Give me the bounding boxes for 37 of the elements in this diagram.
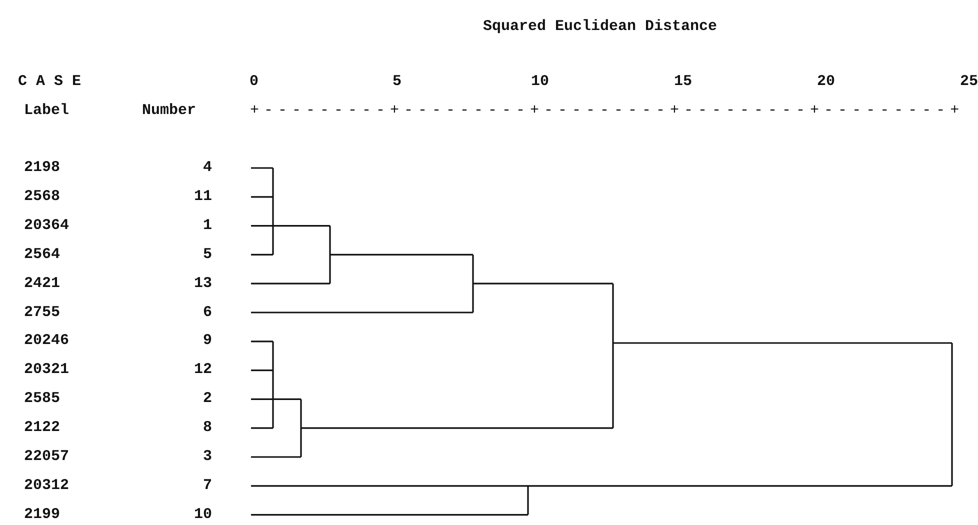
case-number: 10	[194, 506, 212, 524]
case-number: 9	[202, 332, 212, 350]
case-number: 2	[202, 390, 212, 408]
case-number: 4	[202, 159, 212, 177]
case-label: 20312	[24, 476, 70, 495]
case-number: 12	[194, 361, 212, 380]
case-number: 13	[194, 274, 212, 293]
column-header: C A S E	[18, 73, 82, 91]
case-number: 1	[202, 216, 212, 235]
chart-title: Squared Euclidean Distance	[482, 18, 718, 36]
case-label: 2564	[24, 246, 60, 264]
case-number: 8	[202, 419, 212, 438]
case-label: 22057	[24, 448, 70, 466]
case-number: 11	[194, 188, 212, 206]
case-label: 2585	[24, 390, 60, 408]
tick-label: 20	[817, 73, 835, 91]
tick-label: 0	[250, 73, 258, 91]
tick-label: 10	[531, 73, 549, 91]
case-label: 2199	[24, 506, 60, 524]
case-number: 6	[202, 304, 212, 322]
tick-label: 5	[392, 73, 402, 91]
case-label: 2198	[24, 159, 60, 177]
tick-label: 15	[674, 73, 692, 91]
axis-scale: +---------+---------+---------+---------+---------+	[250, 102, 964, 120]
case-label: 20364	[24, 216, 70, 235]
case-label: 2122	[24, 419, 60, 438]
column-header: Label	[24, 102, 70, 120]
case-number: 5	[202, 246, 212, 264]
case-label: 2421	[24, 274, 60, 293]
case-label: 20321	[24, 361, 70, 380]
case-label: 2568	[24, 188, 60, 206]
tick-label: 25	[960, 73, 978, 91]
column-header: Number	[142, 102, 196, 120]
case-label: 2755	[24, 304, 60, 322]
case-label: 20246	[24, 332, 70, 350]
case-number: 3	[202, 448, 212, 466]
case-number: 7	[202, 476, 212, 495]
